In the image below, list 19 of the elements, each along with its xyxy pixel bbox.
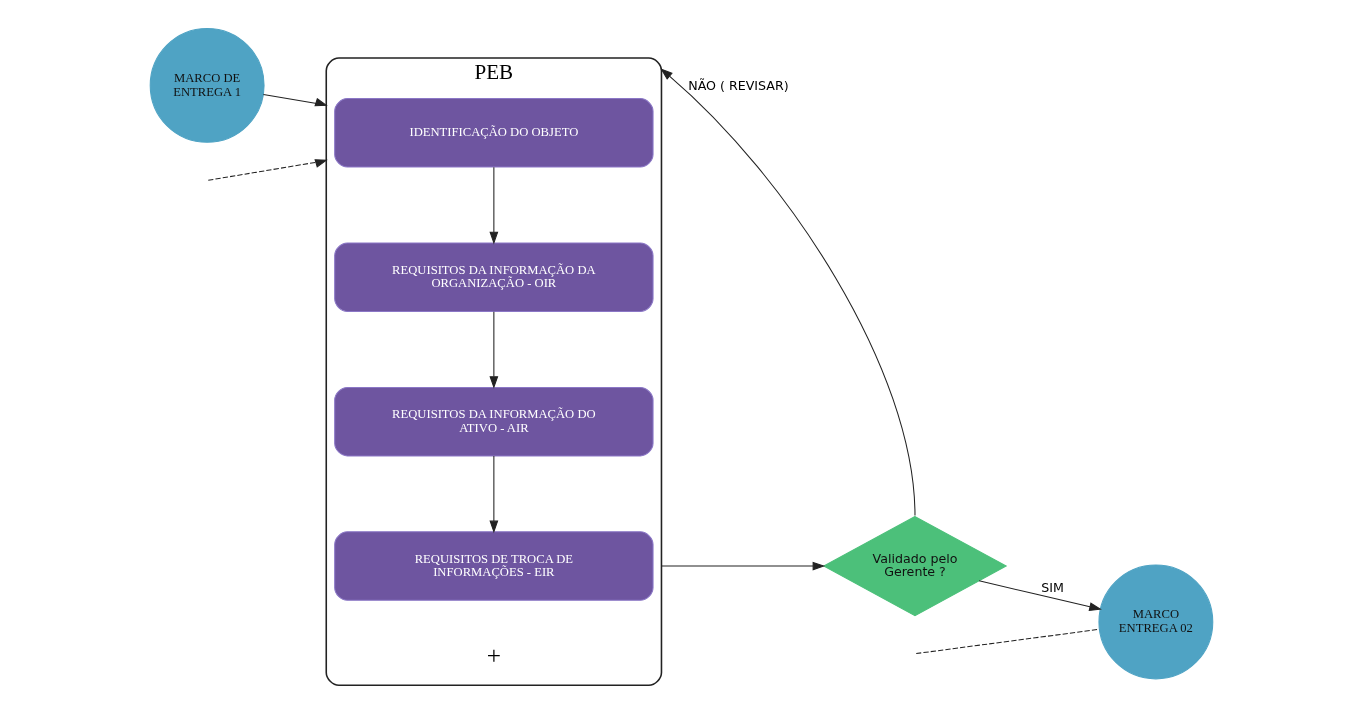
connector bbox=[915, 628, 1100, 655]
arrow bbox=[978, 580, 1102, 611]
label: + bbox=[486, 641, 501, 670]
arrow bbox=[489, 166, 499, 245]
node-circle: MARCO DE ENTREGA 1 bbox=[149, 27, 265, 143]
node-box: REQUISITOS DA INFORMAÇÃO DO ATIVO - AIR bbox=[334, 386, 654, 457]
node-circle: MARCO ENTREGA 02 bbox=[1098, 564, 1214, 680]
node-box: IDENTIFICAÇÃO DO OBJETO bbox=[334, 98, 654, 168]
node-box: REQUISITOS DE TROCA DE INFORMAÇÕES - EIR bbox=[334, 531, 654, 601]
arrow bbox=[489, 455, 499, 534]
arrow bbox=[262, 94, 328, 107]
arrow bbox=[207, 159, 328, 181]
edge-label: NÃO ( REVISAR) bbox=[688, 78, 789, 94]
edge-label: SIM bbox=[1041, 580, 1064, 596]
arrow bbox=[660, 68, 916, 516]
node-box: REQUISITOS DA INFORMAÇÃO DA ORGANIZAÇÃO - OIR bbox=[334, 242, 654, 313]
arrow bbox=[489, 311, 499, 389]
arrow bbox=[660, 561, 826, 571]
node-diamond: Validado pelo Gerente ? bbox=[822, 515, 1008, 617]
